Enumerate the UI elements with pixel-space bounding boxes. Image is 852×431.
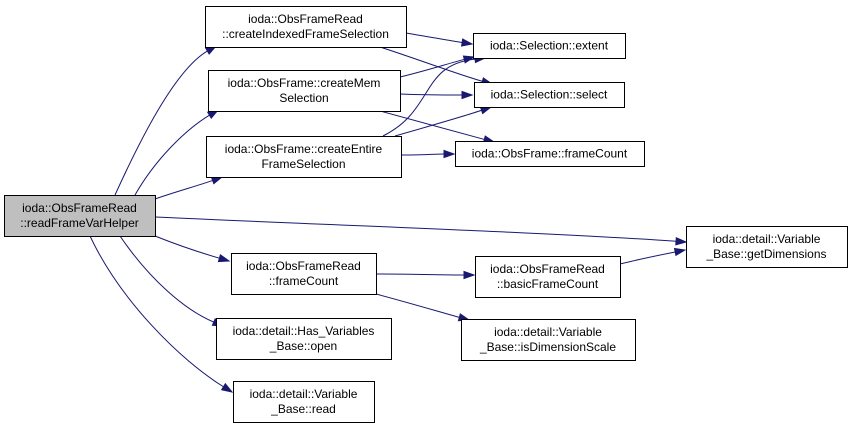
edge-readFrameVarHelper-to-getDimensions	[154, 216, 688, 246]
edge-createMemSelection-to-selectionSelect	[399, 90, 474, 100]
edge-line	[154, 179, 213, 200]
edge-line	[394, 109, 482, 137]
edge-line	[119, 235, 214, 323]
node-label-line: ioda::ObsFrameRead	[248, 12, 363, 26]
edge-line	[400, 153, 445, 156]
node-label-line: ioda::ObsFrameRead	[490, 262, 605, 276]
node-box	[216, 318, 392, 360]
node-getDimensions[interactable]: ioda::detail::Variable_Base::getDimensio…	[686, 226, 848, 268]
arrowhead-icon	[461, 90, 474, 100]
node-obsFrameFrameCount[interactable]: ioda::ObsFrame::frameCount	[455, 141, 645, 167]
node-readFrameVarHelper[interactable]: ioda::ObsFrameRead::readFrameVarHelper	[4, 195, 156, 237]
node-label-line: ioda::ObsFrameRead	[22, 201, 137, 215]
call-nodes: ioda::ObsFrameRead::readFrameVarHelperio…	[4, 6, 848, 423]
node-label-line: Selection	[279, 91, 328, 105]
edge-line	[375, 293, 460, 318]
node-selectionExtent[interactable]: ioda::Selection::extent	[473, 33, 626, 59]
arrowhead-icon	[217, 254, 231, 263]
node-box	[233, 381, 375, 423]
node-variableRead[interactable]: ioda::detail::Variable_Base::read	[233, 381, 375, 423]
node-box	[231, 253, 377, 295]
edge-line	[379, 110, 485, 140]
edge-frameCountRead-to-basicFrameCount	[375, 270, 476, 280]
arrowhead-icon	[675, 237, 688, 246]
node-selectionSelect[interactable]: ioda::Selection::select	[474, 82, 625, 108]
edge-line	[375, 273, 465, 276]
node-label-line: ioda::Selection::select	[491, 88, 608, 102]
edge-createEntireFrameSelection-to-obsFrameFrameCount	[400, 149, 456, 159]
node-createEntireFrameSelection[interactable]: ioda::ObsFrame::createEntireFrameSelecti…	[206, 136, 402, 178]
node-label-line: ioda::ObsFrame::createEntire	[225, 142, 383, 156]
node-label-line: ::readFrameVarHelper	[20, 216, 139, 230]
node-label-line: ioda::detail::Variable	[713, 232, 821, 246]
node-label-line: ioda::ObsFrame::frameCount	[472, 147, 628, 161]
edge-line	[399, 58, 465, 78]
node-label-line: ioda::ObsFrame::createMem	[228, 76, 381, 90]
node-box	[475, 256, 621, 298]
edge-line	[89, 235, 224, 388]
edge-readFrameVarHelper-to-createMemSelection	[134, 109, 220, 196]
node-label-line: ioda::Selection::extent	[490, 39, 609, 53]
edge-line	[382, 58, 476, 137]
node-box	[461, 319, 636, 361]
node-label-line: ioda::ObsFrameRead	[246, 259, 361, 273]
node-box	[206, 136, 402, 178]
edge-line	[399, 93, 463, 96]
node-label-line: ioda::detail::Has_Variables	[233, 324, 375, 338]
node-box	[474, 82, 625, 108]
edge-readFrameVarHelper-to-frameCountRead	[154, 235, 231, 263]
edge-createEntireFrameSelection-to-selectionSelect	[394, 106, 493, 137]
node-frameCountRead[interactable]: ioda::ObsFrameRead::frameCount	[231, 253, 377, 295]
node-box	[686, 226, 848, 268]
edge-basicFrameCount-to-getDimensions	[619, 247, 687, 265]
node-label-line: _Base::isDimensionScale	[479, 340, 616, 354]
node-label-line: ioda::detail::Variable	[494, 325, 602, 339]
arrowhead-icon	[673, 247, 687, 257]
node-hasVariablesOpen[interactable]: ioda::detail::Has_Variables_Base::open	[216, 318, 392, 360]
node-label-line: _Base::getDimensions	[705, 247, 826, 261]
node-box	[208, 70, 401, 112]
edge-line	[619, 251, 676, 265]
node-label-line: _Base::open	[269, 339, 337, 353]
node-label-line: FrameSelection	[261, 157, 345, 171]
node-box	[455, 141, 645, 167]
edge-line	[154, 235, 220, 259]
node-isDimensionScale[interactable]: ioda::detail::Variable_Base::isDimension…	[461, 319, 636, 361]
arrowhead-icon	[220, 382, 234, 393]
edge-line	[114, 50, 208, 196]
edge-line	[134, 114, 210, 196]
node-label-line: ::createIndexedFrameSelection	[222, 27, 389, 41]
arrowhead-icon	[463, 270, 476, 280]
arrowhead-icon	[460, 38, 474, 47]
node-basicFrameCount[interactable]: ioda::ObsFrameRead::basicFrameCount	[475, 256, 621, 298]
node-box	[473, 33, 626, 59]
edge-createIndexedFrameSelection-to-selectionExtent	[405, 32, 474, 47]
node-box	[205, 6, 407, 48]
node-label-line: ioda::detail::Variable	[250, 387, 358, 401]
edge-line	[154, 216, 677, 242]
node-createIndexedFrameSelection[interactable]: ioda::ObsFrameRead::createIndexedFrameSe…	[205, 6, 407, 48]
edge-readFrameVarHelper-to-hasVariablesOpen	[119, 235, 225, 327]
edge-readFrameVarHelper-to-createEntireFrameSelection	[154, 176, 224, 200]
node-box	[4, 195, 156, 237]
node-label-line: ::basicFrameCount	[497, 277, 599, 291]
arrowhead-icon	[443, 149, 456, 159]
edge-readFrameVarHelper-to-variableRead	[89, 235, 234, 393]
node-label-line: ::frameCount	[269, 274, 339, 288]
node-label-line: _Base::read	[270, 402, 336, 416]
arrowhead-icon	[210, 176, 224, 185]
edge-frameCountRead-to-isDimensionScale	[375, 293, 471, 322]
edge-line	[405, 32, 463, 44]
